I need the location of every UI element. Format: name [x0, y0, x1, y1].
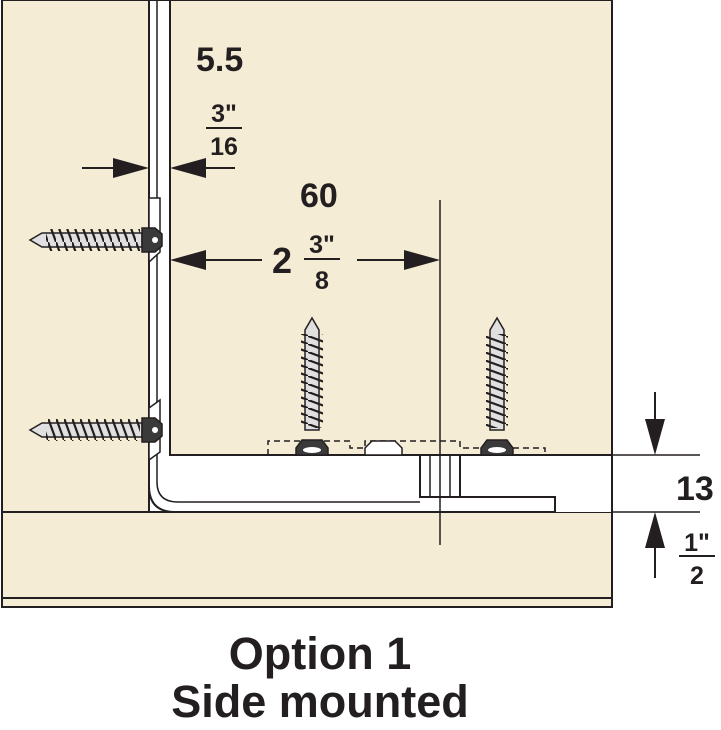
- side-gap-metric: 5.5: [196, 41, 243, 79]
- caption-option: Option 1: [228, 628, 412, 679]
- cabinet-bottom-edge: [1, 597, 613, 608]
- caption-mounting-type: Side mounted: [171, 676, 469, 727]
- drawer-panel: [169, 0, 613, 456]
- side-gap-denominator: 16: [210, 133, 238, 161]
- setback-whole: 2: [272, 240, 292, 281]
- setback-arrows: [170, 250, 440, 270]
- side-gap-numerator: 3": [211, 100, 237, 128]
- bottom-screw-left: [295, 316, 329, 456]
- height-arrows: [645, 392, 665, 578]
- bottom-screw-center-head: [364, 440, 403, 456]
- side-screw-top: [28, 227, 163, 253]
- bottom-screw-right: [480, 316, 514, 456]
- side-gap-arrows: [82, 158, 235, 178]
- setback-metric: 60: [300, 177, 338, 215]
- height-denominator: 2: [690, 562, 704, 590]
- cabinet-bottom-panel: [1, 511, 613, 599]
- height-numerator: 1": [684, 529, 710, 557]
- side-screw-bottom: [28, 417, 163, 443]
- setback-denominator: 8: [315, 267, 329, 295]
- height-metric: 13: [676, 470, 714, 508]
- setback-numerator: 3": [309, 231, 335, 259]
